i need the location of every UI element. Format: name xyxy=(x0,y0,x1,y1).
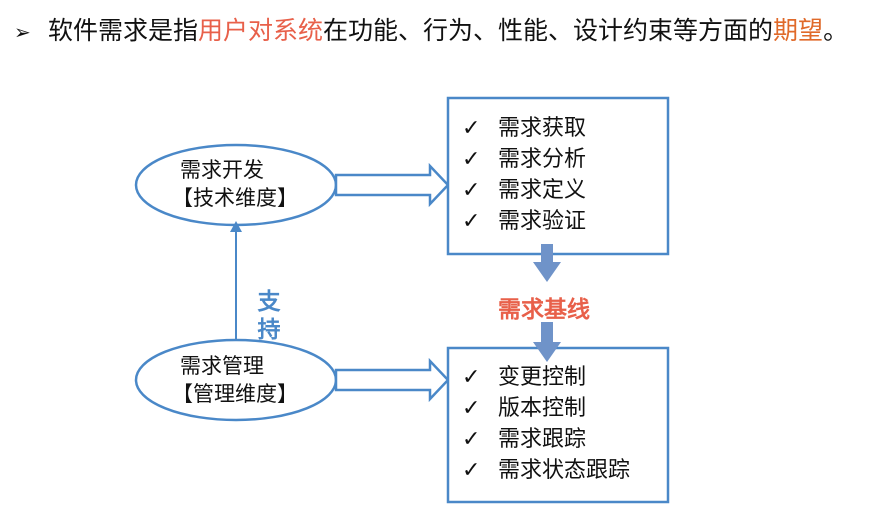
list-item: ✓ 需求获取 xyxy=(462,113,586,144)
dev-box xyxy=(446,96,670,256)
support-arrow-head xyxy=(230,221,242,232)
list-item: ✓ 需求验证 xyxy=(462,206,586,237)
check-icon: ✓ xyxy=(462,209,481,234)
headline: ➢ 软件需求是指用户对系统在功能、行为、性能、设计约束等方面的期望。 xyxy=(14,14,848,49)
headline-text-2: 在功能、行为、性能、设计约束等方面的 xyxy=(323,16,774,45)
check-icon: ✓ xyxy=(462,178,481,203)
check-icon: ✓ xyxy=(462,365,481,390)
list-item-label: 版本控制 xyxy=(498,396,587,421)
list-item-label: 变更控制 xyxy=(498,365,587,390)
list-item: ✓ 变更控制 xyxy=(462,362,630,393)
check-icon: ✓ xyxy=(462,116,481,141)
dev-node-dimension: 【技术维度】 xyxy=(172,186,298,210)
check-icon: ✓ xyxy=(462,396,481,421)
list-item: ✓ 版本控制 xyxy=(462,393,630,424)
support-label-char-1: 支 xyxy=(257,289,281,315)
check-icon: ✓ xyxy=(462,427,481,452)
dev-block-arrow xyxy=(334,162,450,208)
list-item-label: 需求验证 xyxy=(498,209,587,234)
headline-highlight-user-system: 用户对系统 xyxy=(198,16,324,45)
support-label: 支 持 xyxy=(256,288,282,344)
list-item-label: 需求状态跟踪 xyxy=(498,458,631,483)
baseline-label: 需求基线 xyxy=(498,297,590,323)
baseline-down-arrow-top xyxy=(533,244,561,282)
check-icon: ✓ xyxy=(462,147,481,172)
arrow-bullet-icon: ➢ xyxy=(14,20,31,44)
list-item: ✓ 需求跟踪 xyxy=(462,424,630,455)
mgmt-node-title: 需求管理 xyxy=(180,354,264,378)
list-item-label: 需求获取 xyxy=(498,116,587,141)
list-item-label: 需求定义 xyxy=(498,178,587,203)
list-item: ✓ 需求状态跟踪 xyxy=(462,455,630,486)
headline-period: 。 xyxy=(823,16,849,45)
headline-text-1: 软件需求是指 xyxy=(48,16,199,45)
support-label-char-2: 持 xyxy=(257,317,281,343)
mgmt-block-arrow xyxy=(334,357,450,403)
headline-highlight-expectation: 期望 xyxy=(773,16,824,45)
dev-node-title: 需求开发 xyxy=(180,158,264,182)
list-item: ✓ 需求定义 xyxy=(462,175,586,206)
mgmt-activity-list: ✓ 变更控制 ✓ 版本控制 ✓ 需求跟踪 ✓ 需求状态跟踪 xyxy=(462,362,630,486)
mgmt-node-dimension: 【管理维度】 xyxy=(172,382,298,406)
dev-activity-list: ✓ 需求获取 ✓ 需求分析 ✓ 需求定义 ✓ 需求验证 xyxy=(462,113,586,237)
dev-node-label: 需求开发 【技术维度】 xyxy=(172,156,298,212)
baseline-down-arrow-bottom xyxy=(533,322,561,362)
list-item-label: 需求分析 xyxy=(498,147,587,172)
list-item: ✓ 需求分析 xyxy=(462,144,586,175)
list-item-label: 需求跟踪 xyxy=(498,427,587,452)
check-icon: ✓ xyxy=(462,458,481,483)
mgmt-node-label: 需求管理 【管理维度】 xyxy=(172,352,298,408)
mgmt-box xyxy=(446,346,670,504)
